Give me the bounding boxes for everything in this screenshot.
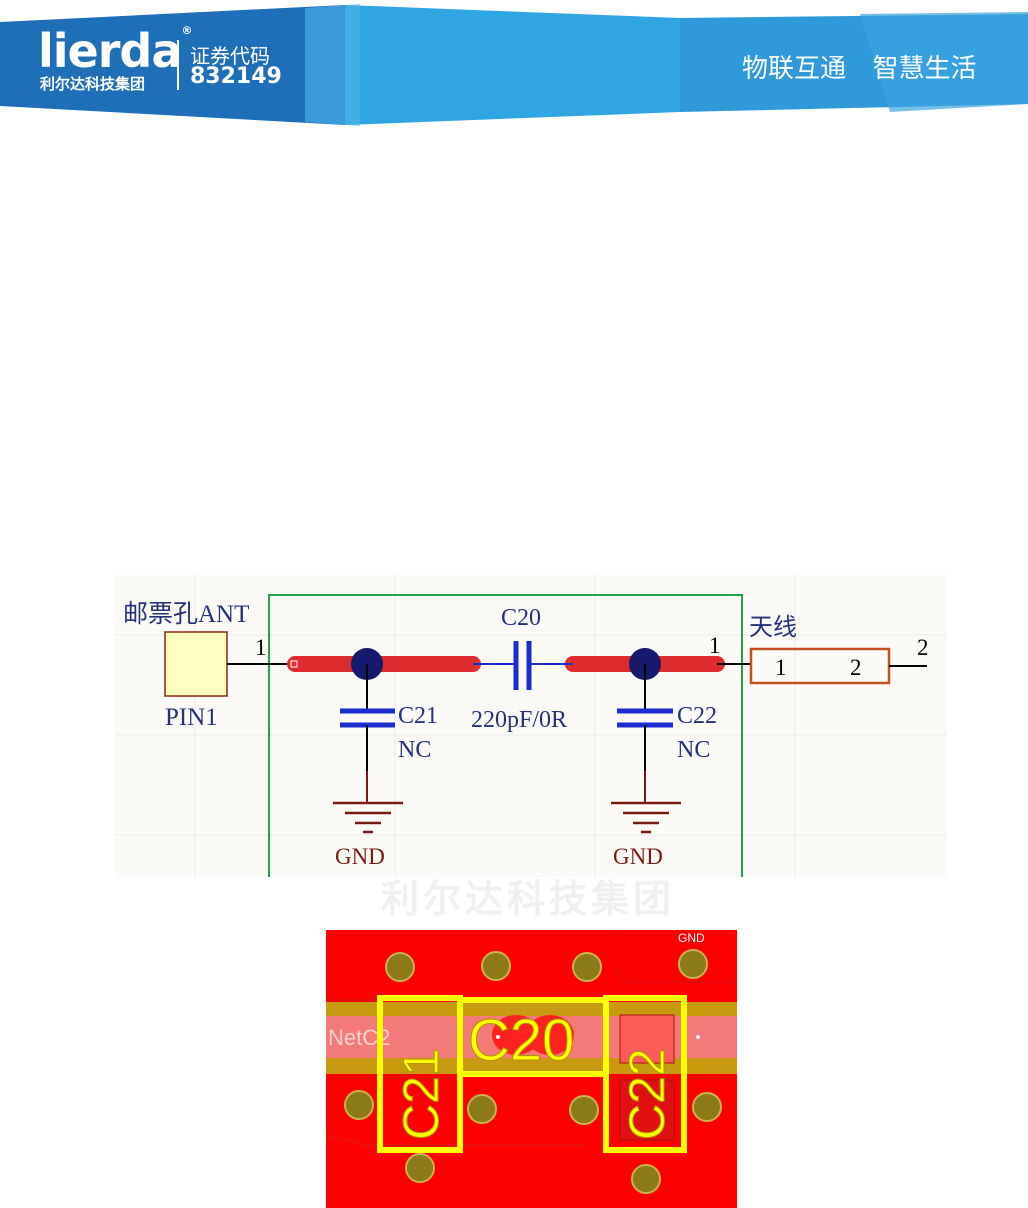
c21-value: NC bbox=[398, 737, 431, 763]
pcb-layout: GND NetC2 C20 C21 C22 bbox=[326, 930, 737, 1208]
registered-mark: ® bbox=[181, 24, 192, 37]
gnd-symbol-right bbox=[611, 801, 681, 834]
via bbox=[405, 1153, 435, 1183]
via bbox=[692, 1092, 722, 1122]
antenna-pin-2: 2 bbox=[850, 655, 862, 680]
c20-value: 220pF/0R bbox=[471, 707, 567, 733]
silk-label-c21: C21 bbox=[393, 1048, 449, 1140]
via bbox=[678, 949, 708, 979]
slogan-part-1: 物联互通 bbox=[742, 54, 847, 84]
gnd-label-left: GND bbox=[335, 844, 385, 869]
via bbox=[572, 952, 602, 982]
highlight-frame bbox=[268, 594, 743, 877]
watermark: 利尔达科技集团 bbox=[380, 877, 675, 921]
gnd-symbol-left bbox=[333, 801, 403, 834]
logo-text: lierda bbox=[38, 24, 182, 78]
slogan-part-2: 智慧生活 bbox=[872, 54, 977, 84]
connector-designator: PIN1 bbox=[165, 704, 218, 731]
antenna-pin-1: 1 bbox=[775, 655, 787, 680]
silk-label-c22: C22 bbox=[619, 1048, 675, 1140]
gnd-label-right: GND bbox=[613, 844, 663, 869]
stock-label: 证券代码 bbox=[190, 44, 270, 68]
connector-label: 邮票孔ANT bbox=[123, 600, 249, 628]
slogan: 物联互通 智慧生活 bbox=[742, 48, 977, 85]
via bbox=[631, 1164, 661, 1194]
silk-c22 bbox=[603, 995, 687, 1153]
via bbox=[385, 952, 415, 982]
c21-designator: C21 bbox=[398, 703, 438, 729]
via bbox=[467, 1094, 497, 1124]
c20-designator: C20 bbox=[501, 605, 541, 631]
header-banner bbox=[0, 4, 1028, 126]
via bbox=[481, 951, 511, 981]
schematic-diagram: 邮票孔ANT PIN1 1 C20 220pF/0R C21 NC GND C2… bbox=[115, 575, 947, 877]
via bbox=[344, 1090, 374, 1120]
brand-logo: lierda® bbox=[38, 24, 192, 78]
company-name: 利尔达科技集团 bbox=[40, 75, 146, 93]
antenna-outer-pin: 2 bbox=[917, 635, 929, 660]
antenna-label: 天线 bbox=[749, 614, 797, 641]
antenna-net-pin: 1 bbox=[709, 633, 721, 658]
c22-designator: C22 bbox=[677, 703, 717, 729]
stock-code: 832149 bbox=[190, 64, 282, 89]
connector-pad bbox=[164, 631, 228, 697]
c22-value: NC bbox=[677, 737, 710, 763]
pcb-gnd-label: GND bbox=[678, 931, 705, 945]
silk-label-c20: C20 bbox=[468, 1008, 574, 1073]
via bbox=[569, 1095, 599, 1125]
connector-pin-number: 1 bbox=[255, 635, 267, 660]
